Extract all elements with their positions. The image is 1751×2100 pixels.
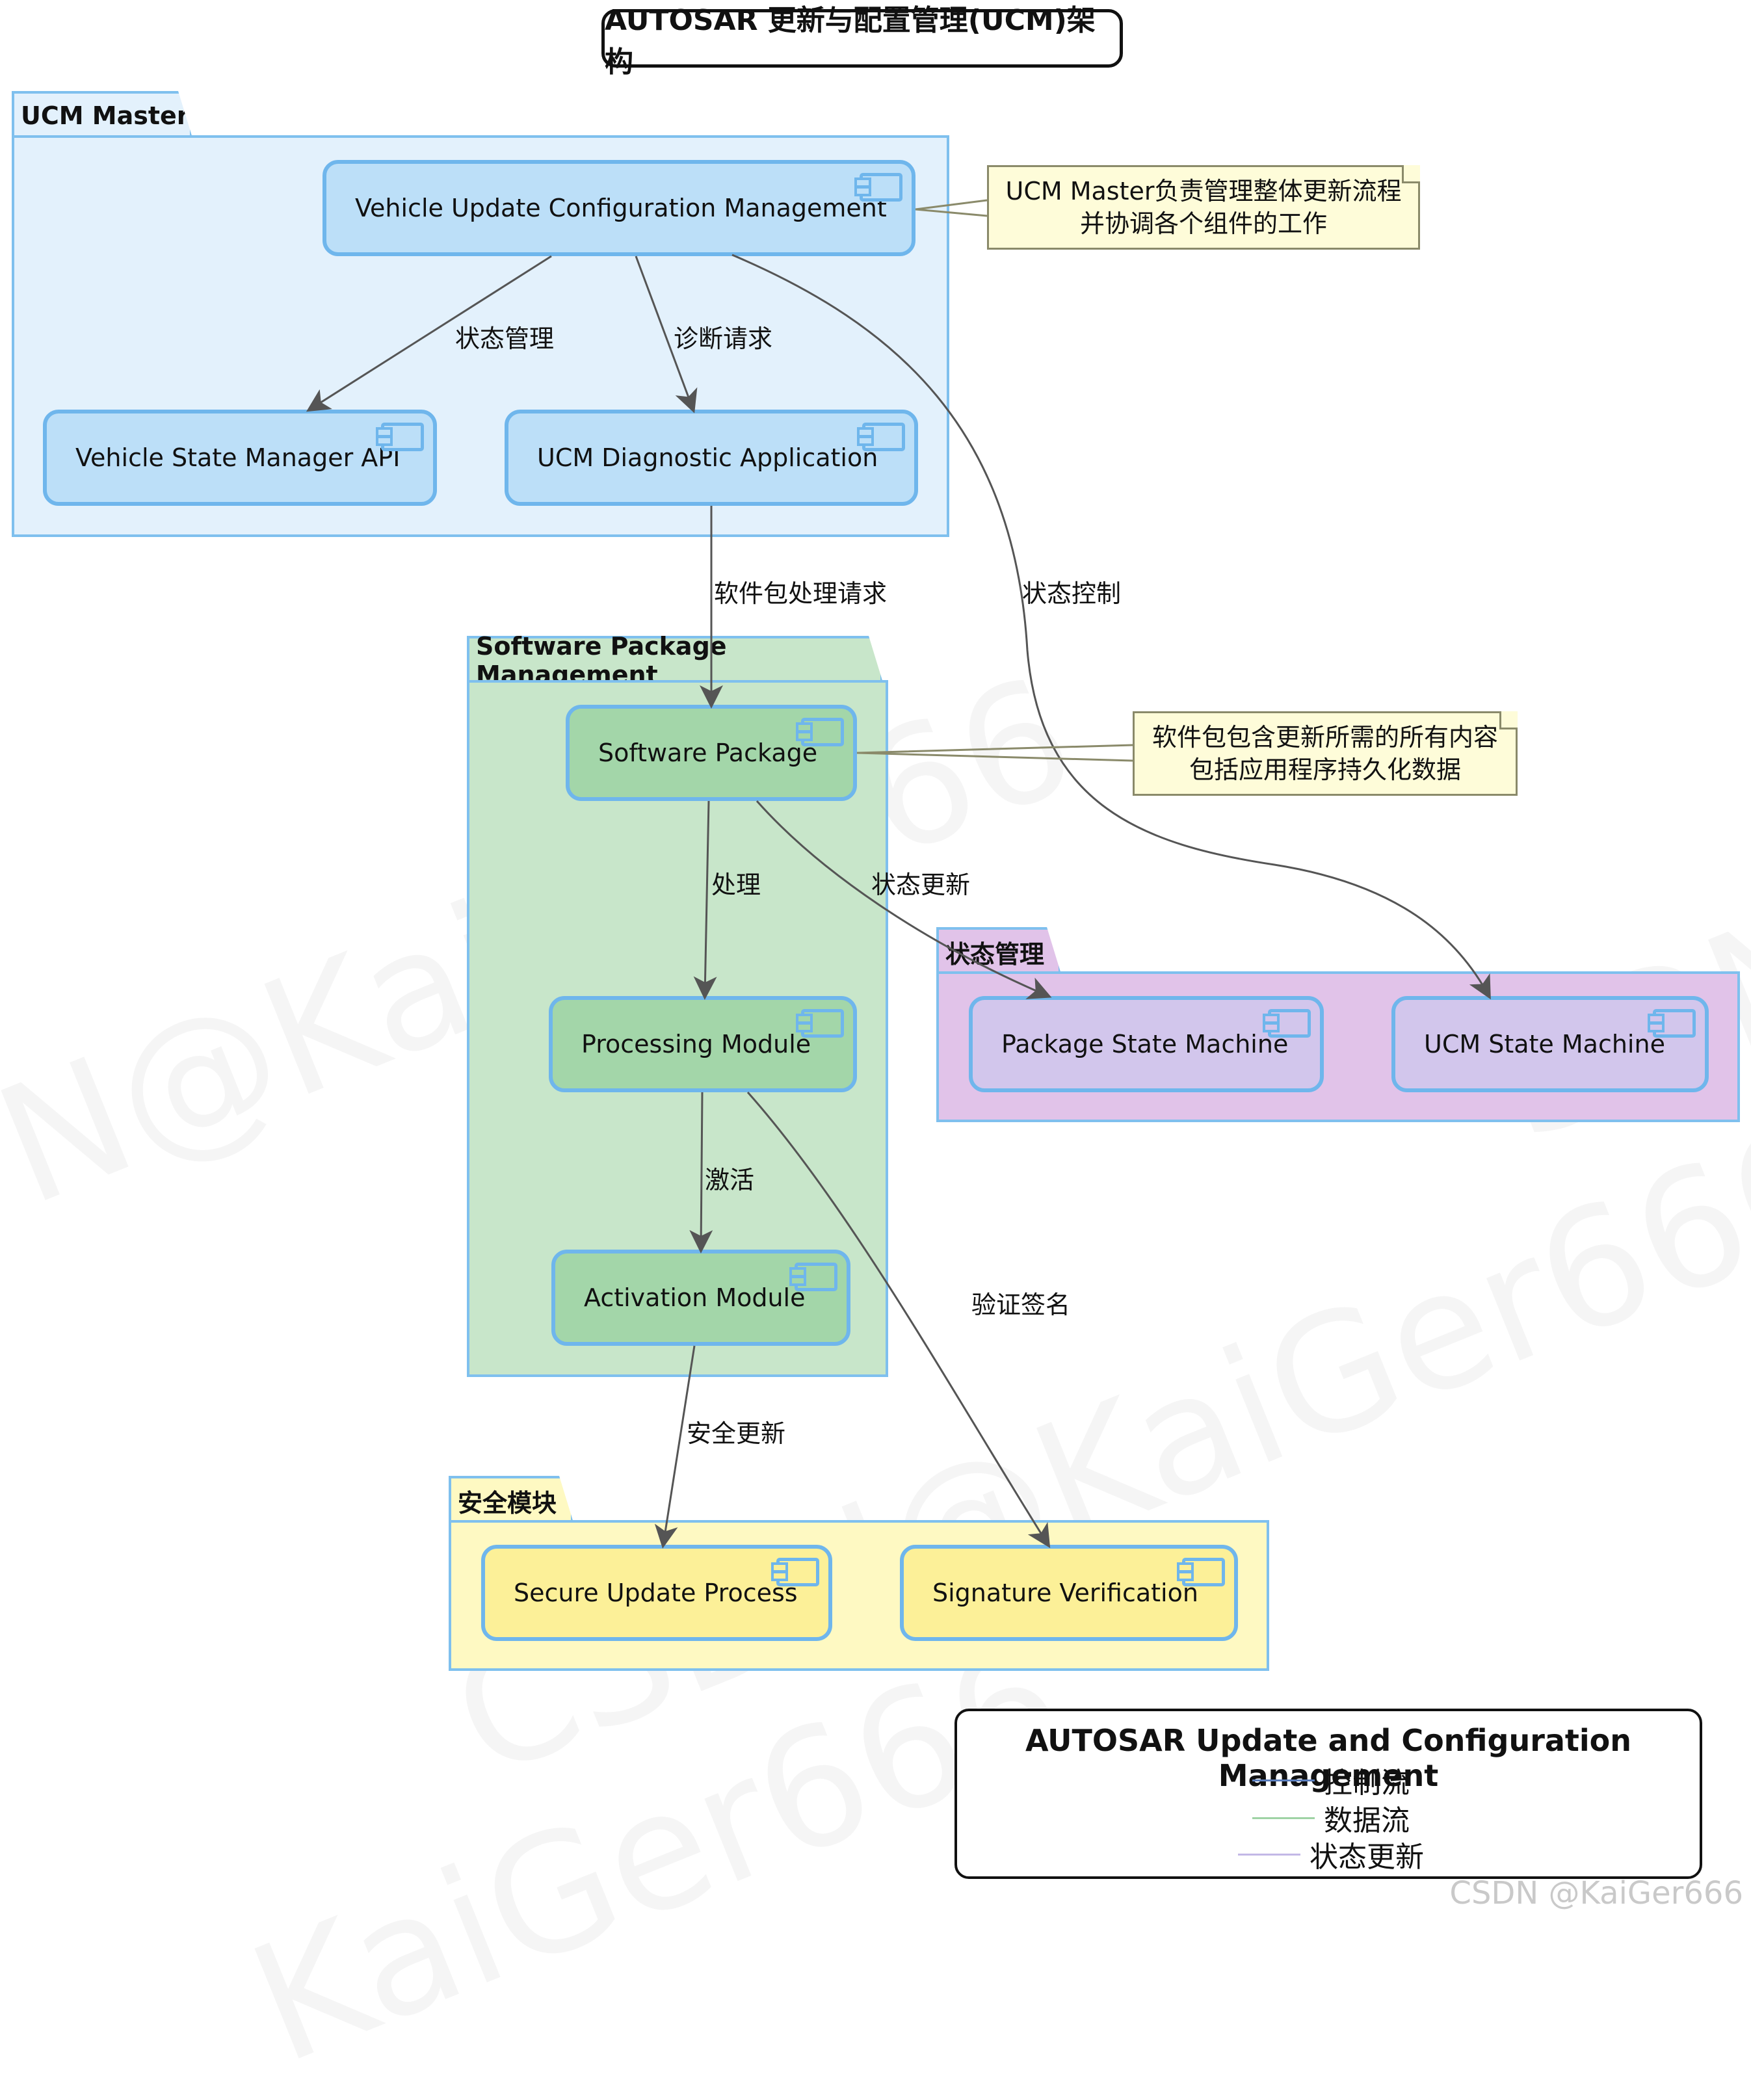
component-vehicle-state-manager-api[interactable]: Vehicle State Manager API xyxy=(43,410,437,506)
package-tab-security-module: 安全模块 xyxy=(449,1476,573,1523)
legend-swatch xyxy=(1252,1817,1315,1819)
legend-label: 状态更新 xyxy=(1310,1841,1424,1874)
edge-secure-update xyxy=(654,1345,696,1549)
component-package-state-machine[interactable]: Package State Machine xyxy=(969,996,1324,1092)
component-label: Signature Verification xyxy=(932,1579,1198,1607)
edge-state-update xyxy=(756,800,1052,999)
component-ucm-state-machine[interactable]: UCM State Machine xyxy=(1391,996,1709,1092)
edge-state-control xyxy=(731,254,1491,1000)
component-icon xyxy=(789,1263,837,1291)
edge-diagnostic-request xyxy=(635,256,698,413)
legend: AUTOSAR Update and Configuration Managem… xyxy=(954,1709,1702,1879)
legend-label: 数据流 xyxy=(1324,1804,1410,1837)
edge-activate xyxy=(689,1092,713,1253)
component-icon xyxy=(1177,1558,1225,1586)
component-label: Package State Machine xyxy=(1001,1030,1289,1058)
note-line: 并协调各个组件的工作 xyxy=(1079,209,1327,238)
note-ucm-master: UCM Master负责管理整体更新流程 并协调各个组件的工作 xyxy=(987,165,1420,250)
component-vehicle-update-configuration-management[interactable]: Vehicle Update Configuration Management xyxy=(323,160,915,256)
note-fold xyxy=(1402,165,1420,183)
legend-title: AUTOSAR Update and Configuration Managem… xyxy=(1025,1723,1632,1793)
edge-label-process: 处理 xyxy=(711,871,761,899)
note-connector-software-package xyxy=(856,744,1133,762)
component-icon xyxy=(796,1009,844,1038)
component-label: Secure Update Process xyxy=(514,1579,798,1607)
note-line: 包括应用程序持久化数据 xyxy=(1189,755,1461,784)
component-ucm-diagnostic-application[interactable]: UCM Diagnostic Application xyxy=(505,410,918,506)
legend-item-control-flow: 控制流 xyxy=(1252,1759,1410,1801)
component-label: Activation Module xyxy=(584,1283,806,1312)
legend-item-data-flow: 数据流 xyxy=(1252,1797,1410,1839)
component-label: UCM State Machine xyxy=(1424,1030,1665,1058)
edge-process xyxy=(693,800,717,1000)
legend-swatch xyxy=(1252,1779,1315,1781)
edge-label-package-request: 软件包处理请求 xyxy=(714,579,888,608)
legend-swatch xyxy=(1238,1853,1300,1856)
component-label: UCM Diagnostic Application xyxy=(537,443,878,472)
note-line: 软件包包含更新所需的所有内容 xyxy=(1152,723,1498,752)
note-line: UCM Master负责管理整体更新流程 xyxy=(1005,177,1402,205)
diagram-title: AUTOSAR 更新与配置管理(UCM)架构 xyxy=(601,4,1123,79)
edge-label-secure-update: 安全更新 xyxy=(687,1419,786,1448)
component-icon xyxy=(1263,1009,1311,1038)
watermark-text: CSDN @KaiGer666 xyxy=(1449,1875,1743,1911)
edge-label-activate: 激活 xyxy=(705,1166,755,1194)
package-tab-state-management: 状态管理 xyxy=(936,927,1061,974)
edge-label-state-control: 状态控制 xyxy=(1022,579,1122,608)
edge-verify-signature xyxy=(746,1092,1051,1549)
component-icon xyxy=(857,423,905,451)
component-activation-module[interactable]: Activation Module xyxy=(551,1250,850,1346)
component-icon xyxy=(376,423,424,451)
component-label: Vehicle Update Configuration Management xyxy=(355,194,887,222)
legend-label: 控制流 xyxy=(1324,1766,1410,1800)
component-software-package[interactable]: Software Package xyxy=(566,705,857,801)
edge-label-verify-signature: 验证签名 xyxy=(971,1291,1071,1319)
legend-item-state-update: 状态更新 xyxy=(1238,1833,1424,1875)
component-icon xyxy=(854,173,902,202)
component-label: Software Package xyxy=(598,739,818,767)
edge-label-state-update: 状态更新 xyxy=(871,871,971,899)
component-icon xyxy=(771,1558,819,1586)
edge-label-state-management: 状态管理 xyxy=(455,324,555,353)
connector-layer xyxy=(306,199,1491,1549)
component-icon xyxy=(796,718,844,746)
component-signature-verification[interactable]: Signature Verification xyxy=(900,1545,1238,1641)
note-software-package: 软件包包含更新所需的所有内容 包括应用程序持久化数据 xyxy=(1133,711,1518,796)
component-icon xyxy=(1648,1009,1696,1038)
component-secure-update-process[interactable]: Secure Update Process xyxy=(481,1545,832,1641)
edge-state-management xyxy=(306,255,552,412)
edge-label-diagnostic-request: 诊断请求 xyxy=(674,324,773,353)
note-connector-ucm-master xyxy=(915,199,988,217)
component-label: Processing Module xyxy=(581,1030,811,1058)
component-label: Vehicle State Manager API xyxy=(75,443,401,472)
note-fold xyxy=(1499,711,1518,729)
